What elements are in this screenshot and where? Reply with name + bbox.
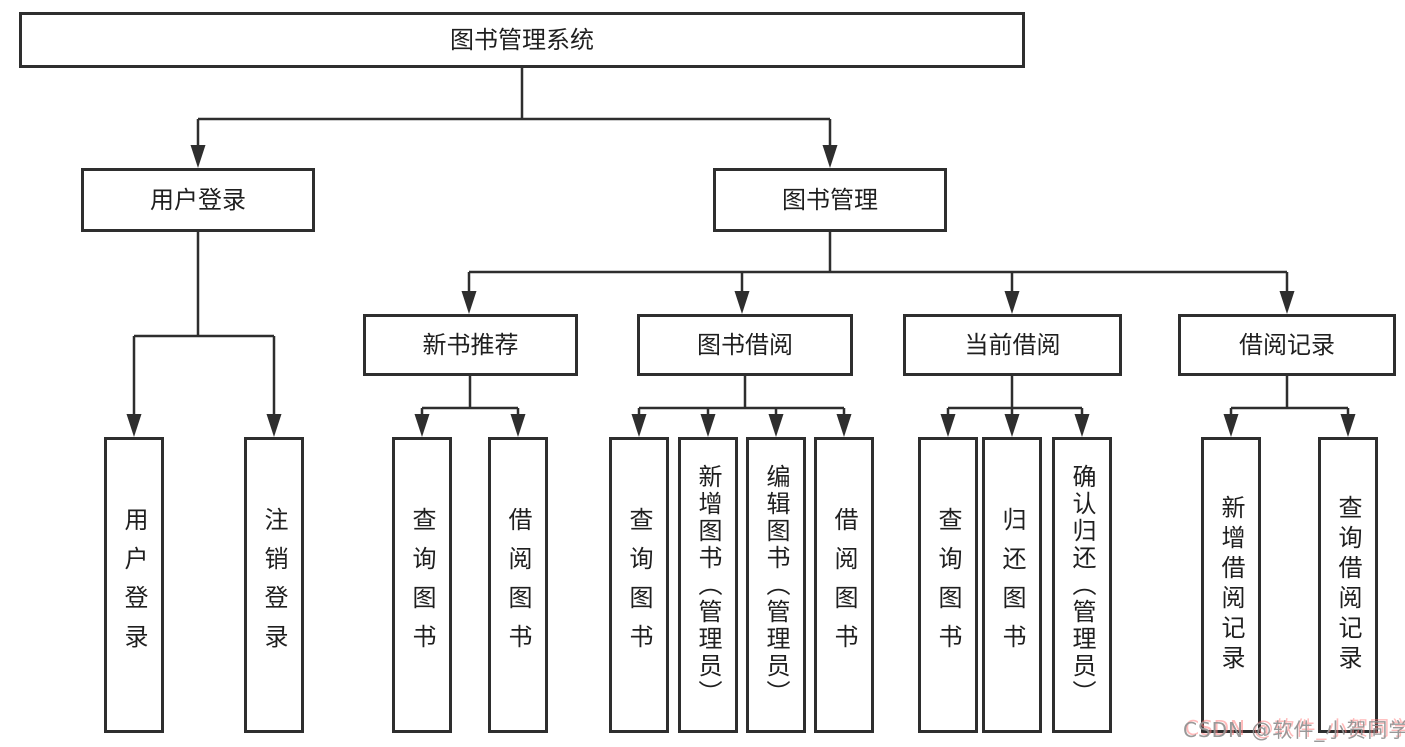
arrow-down-icon: [822, 145, 838, 168]
arrow-down-icon: [1223, 414, 1239, 437]
node-book-management: 图书管理: [713, 168, 947, 232]
leaf-borrow-books: 借阅图书: [488, 437, 548, 733]
root-node-label: 图书管理系统: [450, 26, 594, 54]
node-new-book-recommend: 新书推荐: [363, 314, 578, 376]
arrowheads: [126, 145, 1356, 437]
leaf-return-books: 归还图书: [982, 437, 1042, 733]
arrow-down-icon: [631, 414, 647, 437]
leaf-user-login: 用户登录: [104, 437, 164, 733]
arrow-down-icon: [836, 414, 852, 437]
leaf-label: 查询图书: [625, 507, 653, 663]
leaf-label: 借阅图书: [504, 507, 532, 663]
arrow-down-icon: [190, 145, 206, 168]
node-label: 当前借阅: [964, 331, 1061, 359]
node-label: 图书借阅: [697, 331, 793, 359]
leaf-label: 归还图书: [998, 507, 1026, 663]
node-label: 图书管理: [782, 186, 878, 214]
root-node: 图书管理系统: [19, 12, 1025, 68]
arrow-down-icon: [700, 414, 716, 437]
arrow-down-icon: [126, 414, 142, 437]
node-label: 新书推荐: [422, 331, 519, 359]
leaf-label: 用户登录: [120, 507, 148, 663]
leaf-label: 查询图书: [408, 507, 436, 663]
leaf-label: 新增借阅记录: [1217, 495, 1245, 675]
leaf-confirm-return-admin: 确认归还（管理员）: [1052, 437, 1112, 733]
node-current-borrowing: 当前借阅: [903, 314, 1122, 376]
leaf-label: 借阅图书: [830, 507, 858, 663]
node-label: 用户登录: [150, 186, 246, 214]
arrow-down-icon: [1279, 291, 1295, 314]
leaf-query-books: 查询图书: [918, 437, 978, 733]
arrow-down-icon: [734, 291, 750, 314]
node-book-borrowing: 图书借阅: [637, 314, 853, 376]
arrow-down-icon: [266, 414, 282, 437]
leaf-label: 编辑图书（管理员）: [762, 463, 790, 707]
node-user-login: 用户登录: [81, 168, 315, 232]
leaf-label: 注销登录: [260, 507, 288, 663]
leaf-label: 确认归还（管理员）: [1068, 463, 1096, 707]
arrow-down-icon: [1074, 414, 1090, 437]
leaf-add-borrow-record: 新增借阅记录: [1201, 437, 1261, 733]
node-borrowing-records: 借阅记录: [1178, 314, 1396, 376]
leaf-query-books: 查询图书: [609, 437, 669, 733]
leaf-query-books: 查询图书: [392, 437, 452, 733]
arrow-down-icon: [940, 414, 956, 437]
arrow-down-icon: [414, 414, 430, 437]
leaf-edit-books-admin: 编辑图书（管理员）: [746, 437, 806, 733]
watermark: CSDN @软件_小贺同学: [1183, 718, 1405, 742]
leaf-label: 查询图书: [934, 507, 962, 663]
leaf-query-borrow-record: 查询借阅记录: [1318, 437, 1378, 733]
leaf-logout: 注销登录: [244, 437, 304, 733]
tree-connector-lines: [132, 68, 1350, 417]
leaf-label: 查询借阅记录: [1334, 495, 1362, 675]
leaf-borrow-books: 借阅图书: [814, 437, 874, 733]
arrow-down-icon: [510, 414, 526, 437]
arrow-down-icon: [1004, 291, 1020, 314]
leaf-label: 新增图书（管理员）: [694, 463, 722, 707]
arrow-down-icon: [1004, 414, 1020, 437]
arrow-down-icon: [1340, 414, 1356, 437]
node-label: 借阅记录: [1239, 331, 1335, 359]
leaf-add-books-admin: 新增图书（管理员）: [678, 437, 738, 733]
arrow-down-icon: [461, 291, 477, 314]
arrow-down-icon: [768, 414, 784, 437]
